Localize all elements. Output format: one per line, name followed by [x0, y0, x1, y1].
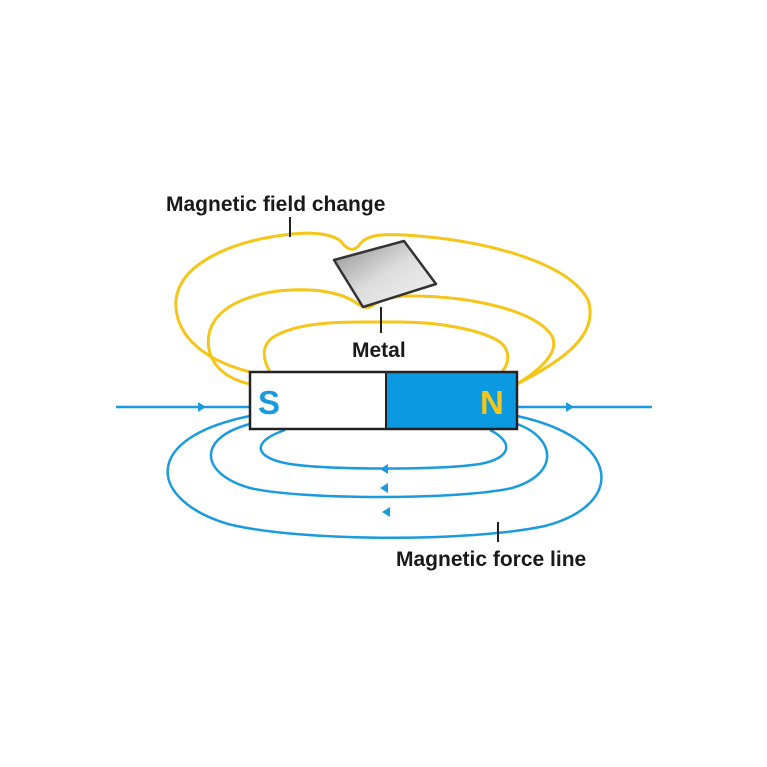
- arrow-right-icon: [198, 402, 206, 412]
- arrow-right-icon: [566, 402, 574, 412]
- metal-plate-shape: [332, 239, 438, 309]
- leader-lines: [289, 217, 499, 542]
- metal-plate: [332, 239, 438, 309]
- north-pole-label: N: [480, 384, 504, 421]
- arrow-left-icon: [380, 464, 388, 474]
- field-line-inner: [262, 320, 510, 373]
- field-change-label: Magnetic field change: [166, 193, 385, 216]
- arrow-left-icon: [380, 483, 388, 493]
- force-line-inner: [259, 428, 508, 470]
- metal-label: Metal: [352, 339, 406, 362]
- force-line-outer: [166, 414, 603, 539]
- force-arrows: [198, 402, 574, 517]
- force-line-label: Magnetic force line: [396, 548, 586, 571]
- magnet-south-half: [250, 372, 386, 429]
- force-line-middle: [209, 422, 549, 499]
- magnet-north-half: [386, 372, 517, 429]
- arrow-left-icon: [382, 507, 390, 517]
- south-pole-label: S: [258, 384, 280, 421]
- field-line-outer: [174, 231, 592, 386]
- force-lines-blue: [116, 405, 652, 539]
- bar-magnet: S N: [248, 370, 519, 431]
- magnet-outline: [248, 370, 519, 431]
